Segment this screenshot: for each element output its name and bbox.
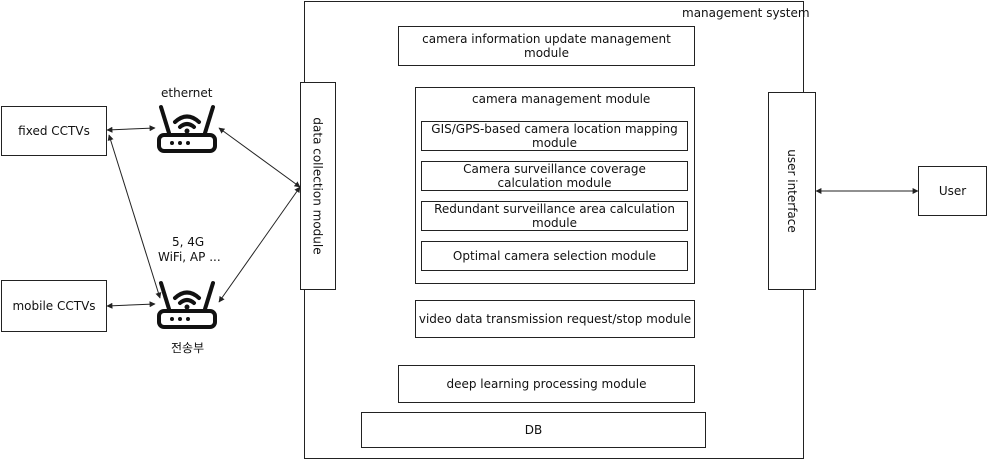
wireless-label-2: WiFi, AP ... xyxy=(158,250,221,264)
deep-learning-module: deep learning processing module xyxy=(398,365,695,403)
ethernet-router-icon xyxy=(157,105,217,153)
camera-management-title: camera management module xyxy=(472,92,651,106)
wireless-label-1: 5, 4G xyxy=(172,235,205,249)
user-box: User xyxy=(918,166,987,216)
redundant-area-module: Redundant surveillance area calculation … xyxy=(421,201,688,231)
optimal-selection-module: Optimal camera selection module xyxy=(421,241,688,271)
link-fixed-wireless xyxy=(107,134,162,299)
transmitter-label: 전송부 xyxy=(171,341,205,355)
data-collection-module: data collection module xyxy=(300,82,336,290)
ethernet-label: ethernet xyxy=(161,86,213,100)
coverage-calculation-module: Camera surveillance coverage calculation… xyxy=(421,161,688,191)
wireless-router-icon xyxy=(157,281,217,329)
user-interface-label: user interface xyxy=(785,149,800,233)
video-request-module: video data transmission request/stop mod… xyxy=(415,300,695,338)
management-system-title: management system xyxy=(682,6,810,20)
link-mobile-wireless xyxy=(106,301,156,309)
camera-info-update-module: camera information update management mod… xyxy=(398,26,695,66)
link-ethernet-collection xyxy=(218,127,301,188)
db-box: DB xyxy=(361,412,706,448)
data-collection-label: data collection module xyxy=(311,117,326,255)
user-interface-module: user interface xyxy=(768,92,816,290)
mobile-cctvs-box: mobile CCTVs xyxy=(1,280,107,332)
fixed-cctvs-box: fixed CCTVs xyxy=(1,106,107,156)
link-fixed-ethernet xyxy=(106,125,156,133)
link-wireless-collection xyxy=(218,186,301,303)
gis-mapping-module: GIS/GPS-based camera location mapping mo… xyxy=(421,121,688,151)
